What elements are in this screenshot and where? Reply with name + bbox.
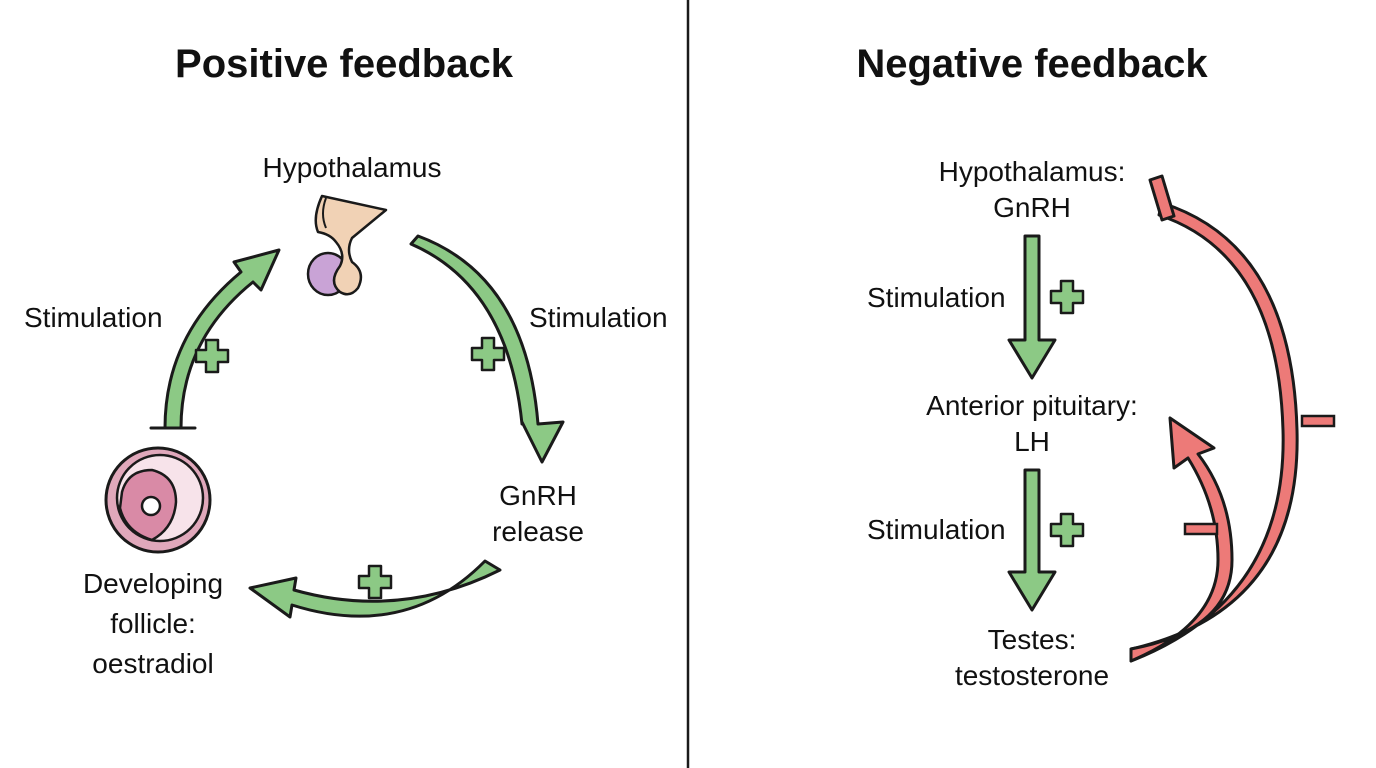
short-feedback-arc bbox=[1129, 416, 1234, 663]
follicle-oocyte bbox=[140, 495, 162, 517]
stimulation-arrow-upper bbox=[1007, 234, 1057, 380]
pituitary-label-line1: Anterior pituitary: bbox=[926, 390, 1138, 421]
stimulation-arrow-left bbox=[149, 248, 281, 430]
follicle-icon bbox=[104, 446, 212, 554]
upper-stimulation-label: Stimulation bbox=[867, 282, 1006, 313]
hypothalamus-label: Hypothalamus bbox=[262, 152, 442, 183]
neg-hypothalamus-label-line1: Hypothalamus: bbox=[938, 156, 1126, 187]
follicle-label-line3: oestradiol bbox=[92, 648, 214, 679]
right-stimulation-label: Stimulation bbox=[529, 302, 668, 333]
inhibition-bar-icon bbox=[1148, 174, 1176, 222]
plus-sign-icon bbox=[1049, 279, 1085, 315]
gnrh-release-label-line1: GnRH bbox=[499, 480, 577, 511]
gnrh-release-label-line2: release bbox=[492, 516, 584, 547]
plus-sign-icon bbox=[470, 336, 506, 372]
follicle-label-line1: Developing bbox=[82, 568, 224, 599]
stimulation-arrow-lower bbox=[1007, 468, 1057, 612]
testes-label-line1: Testes: bbox=[987, 624, 1077, 655]
testes-label-line2: testosterone bbox=[954, 660, 1110, 691]
follicle-label-line2: follicle: bbox=[110, 608, 196, 639]
neg-hypothalamus-label-line2: GnRH bbox=[993, 192, 1071, 223]
plus-sign-icon bbox=[357, 564, 393, 600]
hypothalamus-pituitary-icon bbox=[306, 194, 388, 297]
stimulation-arrow-right bbox=[409, 234, 565, 464]
pituitary-label-line2: LH bbox=[1014, 426, 1050, 457]
hypothalamus-edge bbox=[322, 197, 327, 229]
positive-feedback-title: Positive feedback bbox=[175, 42, 513, 86]
plus-sign-icon bbox=[194, 338, 230, 374]
left-stimulation-label: Stimulation bbox=[24, 302, 163, 333]
lower-stimulation-label: Stimulation bbox=[867, 514, 1006, 545]
minus-sign-icon bbox=[1300, 414, 1336, 428]
plus-sign-icon bbox=[1049, 512, 1085, 548]
feedback-arrow-bottom bbox=[248, 559, 502, 619]
hypothalamus-shape bbox=[314, 194, 388, 296]
negative-feedback-title: Negative feedback bbox=[856, 42, 1208, 86]
minus-sign-icon bbox=[1183, 522, 1219, 536]
